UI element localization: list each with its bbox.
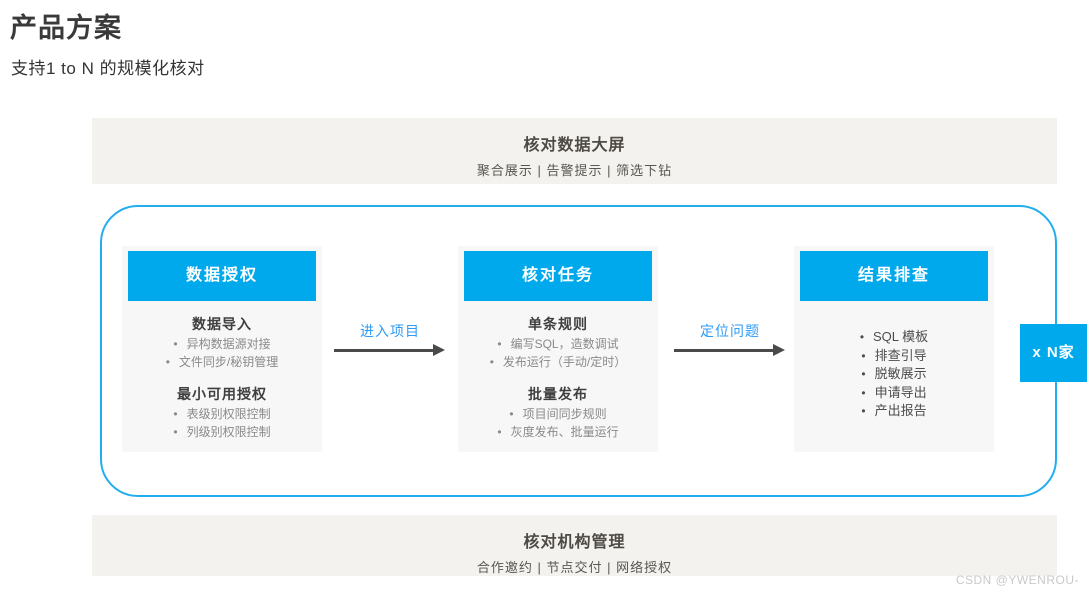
bullet-item: • 表级别权限控制	[122, 405, 322, 423]
bullet-dot-icon: •	[497, 425, 502, 439]
bottom-banner: 核对机构管理 合作邀约 | 节点交付 | 网络授权	[92, 515, 1057, 576]
bullet-label: 列级别权限控制	[186, 425, 271, 439]
flow-arrow-label-locate-problem: 定位问题	[700, 323, 760, 339]
stage-body: 单条规则 •编写SQL，造数调试 •发布运行（手动/定时） 批量发布 •项目间同…	[458, 301, 658, 441]
bullet-label: 脱敏展示	[874, 366, 927, 381]
page-title: 产品方案	[10, 13, 122, 43]
bullet-item: • 文件同步/秘钥管理	[122, 353, 322, 371]
bullet-item: • 发布运行（手动/定时）	[458, 353, 658, 371]
arrowhead-right-icon	[773, 344, 785, 356]
stage-header: 数据授权	[128, 251, 316, 301]
section-heading: 数据导入	[192, 316, 252, 332]
bullet-label: 申请导出	[874, 384, 927, 400]
stage-body: 数据导入 •异构数据源对接 •文件同步/秘钥管理 最小可用授权 •表级别权限控制…	[122, 301, 322, 441]
bullet-dot-icon: •	[173, 407, 178, 421]
bullet-dot-icon: •	[861, 367, 866, 381]
bullet-dot-icon: •	[173, 337, 178, 351]
bullet-item: • 排查引导	[794, 347, 994, 366]
stage-card-result-investigation: 结果排查 • SQL 模板 • 排查引导 • 脱敏展示 • 申请导出 • 产出报告	[794, 246, 994, 452]
page-subtitle: 支持1 to N 的规模化核对	[11, 59, 205, 78]
bullet-item: • 灰度发布、批量运行	[458, 423, 658, 441]
stage-header: 结果排查	[800, 251, 988, 301]
section-heading: 最小可用授权	[177, 386, 267, 402]
bottom-banner-title: 核对机构管理	[523, 534, 626, 551]
bullet-item: • 申请导出	[794, 384, 994, 403]
top-banner-title: 核对数据大屏	[523, 137, 626, 154]
bullet-label: 表级别权限控制	[186, 407, 271, 421]
bullet-label: 异构数据源对接	[186, 337, 271, 351]
bullet-label: 产出报告	[874, 403, 927, 418]
section-heading: 批量发布	[528, 386, 588, 402]
watermark: CSDN @YWENROU-	[955, 573, 1079, 587]
bullet-item: • 编写SQL，造数调试	[458, 335, 658, 353]
bullet-item: • 脱敏展示	[794, 365, 994, 384]
stage-card-data-authorization: 数据授权 数据导入 •异构数据源对接 •文件同步/秘钥管理 最小可用授权 •表级…	[122, 246, 322, 452]
flow-arrow-label-enter-project: 进入项目	[360, 323, 420, 339]
bullet-item: • 产出报告	[794, 402, 994, 421]
flow-arrow-line	[674, 349, 774, 352]
multiplier-badge: x N家	[1020, 324, 1087, 382]
stage-header: 核对任务	[464, 251, 652, 301]
bullet-label: 编写SQL，造数调试	[510, 337, 619, 351]
bullet-item: • 列级别权限控制	[122, 423, 322, 441]
bullet-dot-icon: •	[509, 407, 514, 421]
bullet-item: • 异构数据源对接	[122, 335, 322, 353]
bullet-dot-icon: •	[859, 330, 865, 344]
arrowhead-right-icon	[433, 344, 445, 356]
bullet-label: 排查引导	[874, 347, 927, 363]
bullet-dot-icon: •	[861, 404, 866, 418]
top-banner-subtitle: 聚合展示 | 告警提示 | 筛选下钻	[476, 163, 673, 178]
bullet-dot-icon: •	[861, 385, 866, 400]
section-heading: 单条规则	[528, 316, 588, 332]
bullet-item: • SQL 模板	[794, 328, 994, 347]
bullet-dot-icon: •	[861, 348, 866, 363]
top-banner: 核对数据大屏 聚合展示 | 告警提示 | 筛选下钻	[92, 118, 1057, 184]
bullet-dot-icon: •	[173, 425, 178, 439]
bullet-label: 项目间同步规则	[522, 407, 607, 421]
stage-card-check-task: 核对任务 单条规则 •编写SQL，造数调试 •发布运行（手动/定时） 批量发布 …	[458, 246, 658, 452]
bullet-label: 灰度发布、批量运行	[510, 425, 619, 439]
flow-arrow-line	[334, 349, 434, 352]
bullet-label: 发布运行（手动/定时）	[502, 355, 627, 369]
bullet-label: 文件同步/秘钥管理	[178, 355, 279, 369]
bullet-dot-icon: •	[497, 337, 502, 351]
bullet-dot-icon: •	[489, 355, 494, 369]
bottom-banner-subtitle: 合作邀约 | 节点交付 | 网络授权	[476, 560, 673, 575]
bullet-dot-icon: •	[165, 355, 170, 369]
stage-body: • SQL 模板 • 排查引导 • 脱敏展示 • 申请导出 • 产出报告	[794, 301, 994, 421]
bullet-item: • 项目间同步规则	[458, 405, 658, 423]
bullet-label: SQL 模板	[873, 329, 929, 344]
